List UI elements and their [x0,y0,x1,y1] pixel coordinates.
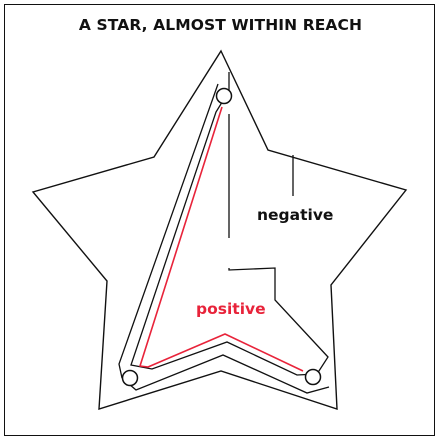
corner-node-bottom-left [123,371,138,386]
inner-bottom-strip [122,355,329,393]
positive-label: positive [196,300,266,318]
negative-label: negative [257,206,333,224]
corner-node-bottom-right [306,370,321,385]
outer-star-outline [33,51,406,409]
inner-left-strip [119,84,218,378]
positive-path [140,107,303,371]
corner-node-top [217,89,232,104]
diagram-title: A STAR, ALMOST WITHIN REACH [0,16,441,34]
